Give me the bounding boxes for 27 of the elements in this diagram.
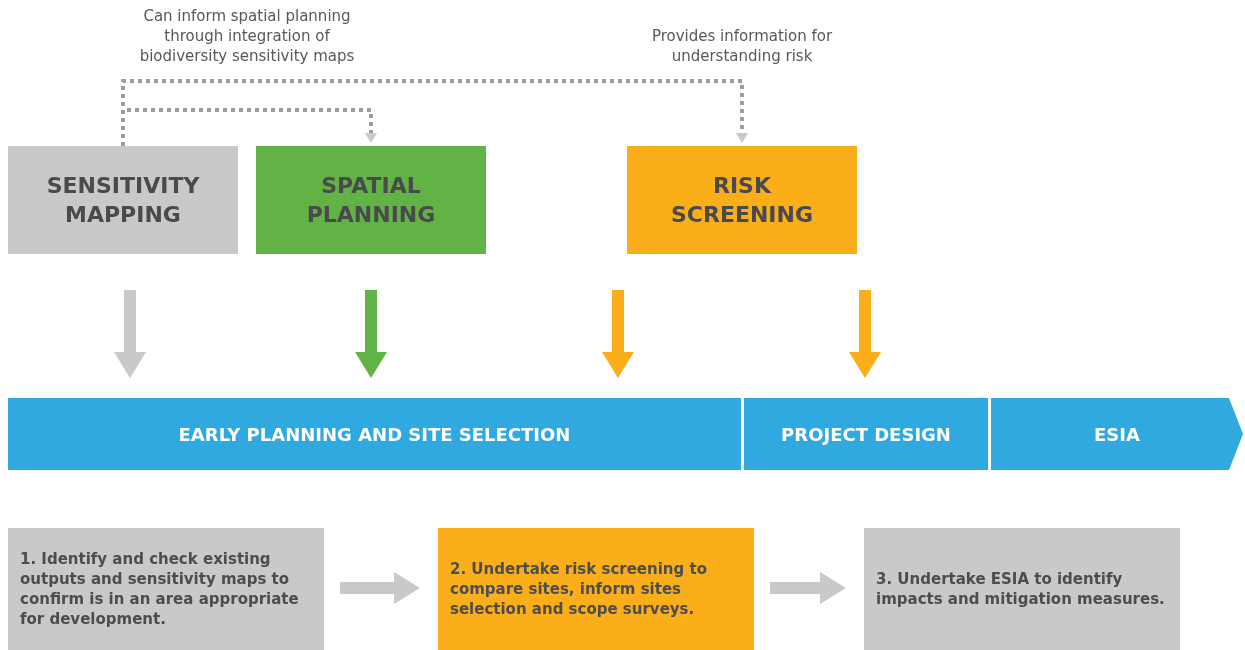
phase-band [744, 398, 988, 470]
phase-label: ESIA [1094, 423, 1140, 445]
step-box [438, 528, 754, 650]
arrow [340, 572, 420, 604]
dotted-arrow [121, 79, 748, 146]
stage-label: RISK SCREENING [669, 172, 815, 229]
step-box [864, 528, 1180, 650]
step-box [8, 528, 324, 650]
arrow [770, 572, 846, 604]
phase-label: PROJECT DESIGN [781, 423, 951, 445]
stage-label: SENSITIVITY MAPPING [45, 172, 201, 229]
phase-label: EARLY PLANNING AND SITE SELECTION [178, 423, 571, 445]
edge-label: Can inform spatial planning through integration of biodiversity sensitivity maps [138, 6, 356, 66]
arrow [602, 290, 634, 378]
stage-box [256, 146, 486, 254]
arrow [114, 290, 146, 378]
stage-box [627, 146, 857, 254]
phase-chevron [991, 398, 1243, 470]
arrow [355, 290, 387, 378]
stage-box [8, 146, 238, 254]
edge-label: Provides information for understanding risk [650, 26, 834, 66]
arrow [849, 290, 881, 378]
step-text: 3. Undertake ESIA to identify impacts and mitigation measures. [876, 569, 1166, 609]
step-text: 1. Identify and check existing outputs and sensitivity maps to confirm is in an area appropriate for development. [20, 549, 300, 629]
phase-band [8, 398, 741, 470]
stage-label: SPATIAL PLANNING [305, 172, 437, 229]
step-text: 2. Undertake risk screening to compare sites, inform sites selection and scope surveys. [450, 559, 708, 619]
